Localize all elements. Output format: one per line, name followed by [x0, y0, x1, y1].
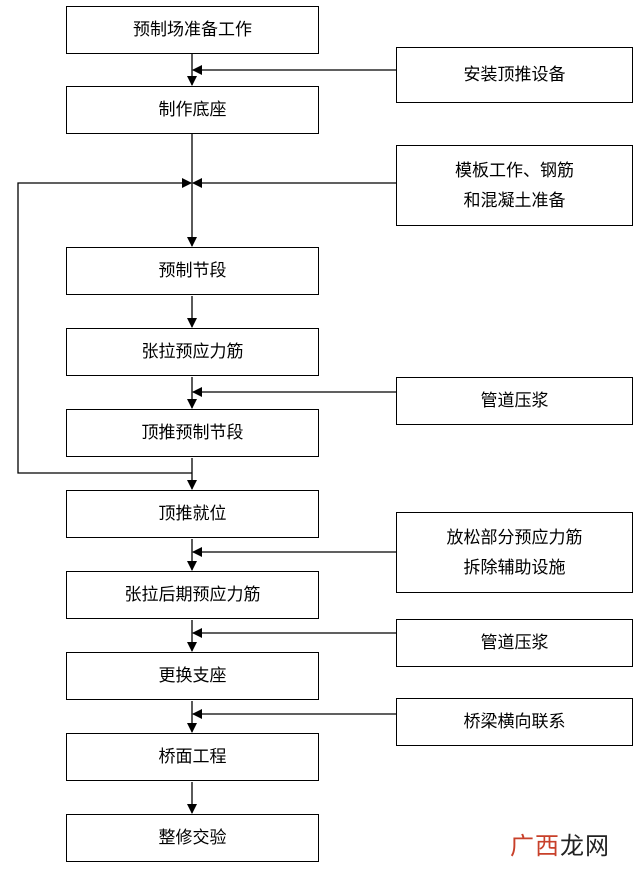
step-4: 张拉预应力筋 [66, 328, 319, 376]
side-input-5: 管道压浆 [396, 619, 633, 667]
side-input-2: 模板工作、钢筋 和混凝土准备 [396, 145, 633, 226]
watermark: 广西龙网 [510, 832, 610, 860]
step-2: 制作底座 [66, 86, 319, 134]
step-5: 顶推预制节段 [66, 409, 319, 457]
loop-back-arrow [17, 178, 192, 474]
step-6: 顶推就位 [66, 490, 319, 538]
side-input-4: 放松部分预应力筋 拆除辅助设施 [396, 512, 633, 593]
step-9: 桥面工程 [66, 733, 319, 781]
side-input-6: 桥梁横向联系 [396, 698, 633, 746]
step-8: 更换支座 [66, 652, 319, 700]
step-3: 预制节段 [66, 247, 319, 295]
step-1: 预制场准备工作 [66, 6, 319, 54]
step-7: 张拉后期预应力筋 [66, 571, 319, 619]
side-input-1: 安装顶推设备 [396, 47, 633, 103]
side-input-3: 管道压浆 [396, 377, 633, 425]
step-10: 整修交验 [66, 814, 319, 862]
